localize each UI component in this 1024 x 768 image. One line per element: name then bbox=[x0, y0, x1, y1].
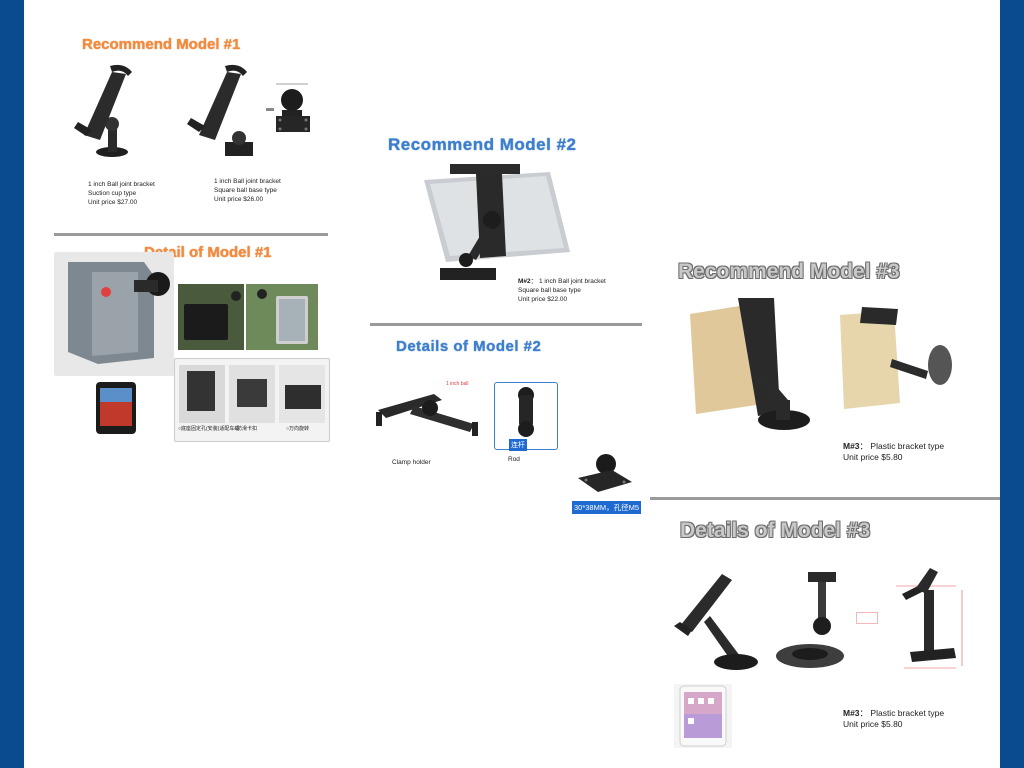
model1-ball-base-part-image bbox=[262, 80, 322, 140]
model2-caption-line3: Unit price $22.00 bbox=[518, 296, 568, 303]
detail3-holder-suction-image bbox=[670, 566, 770, 676]
detail2-ball-base-image bbox=[572, 450, 636, 502]
model3-caption-line1: ： Plastic bracket type bbox=[859, 441, 945, 451]
detail1-car-mount-photo bbox=[178, 284, 244, 350]
detail2-rod-label: Rod bbox=[508, 456, 520, 463]
detail1-outdoor-mount-photo bbox=[246, 284, 318, 350]
detail1-holder-plate-photo bbox=[54, 252, 174, 376]
detail2-base-tag: 30*38MM，孔径M5 bbox=[572, 501, 642, 514]
detail2-clamp-label: Clamp holder bbox=[392, 459, 431, 466]
detail3-ipad-photo bbox=[674, 684, 732, 748]
detail1-part-label-3: ○万向旋转 bbox=[286, 426, 310, 432]
model1-caption-right-line3: Unit price $26.00 bbox=[214, 196, 264, 203]
model1-caption-right: 1 inch Ball joint bracket Square ball ba… bbox=[214, 177, 281, 204]
model1-caption-left-line2: Suction cup type bbox=[88, 190, 137, 197]
model2-heading: Recommend Model #2 bbox=[388, 135, 577, 154]
model3-caption-line2: Unit price $5.80 bbox=[843, 452, 903, 462]
model1-heading: Recommend Model #1 bbox=[82, 36, 241, 53]
model1-suction-holder-image bbox=[64, 60, 154, 160]
model1-caption-right-line2: Square ball base type bbox=[214, 187, 277, 194]
detail2-rod-tag: 连杆 bbox=[509, 439, 527, 451]
model2-caption-tag: M#2 bbox=[518, 278, 531, 285]
model3-caption: M#3： Plastic bracket type Unit price $5.… bbox=[843, 441, 944, 463]
detail3-heading: Details of Model #3 bbox=[680, 519, 871, 542]
detail3-size-mark-1 bbox=[856, 612, 878, 624]
detail2-heading: Details of Model #2 bbox=[396, 338, 542, 355]
model1-square-base-holder-image bbox=[179, 60, 269, 160]
detail1-tablet-photo bbox=[94, 380, 138, 436]
detail1-part-label-2: ○防滑卡扣 bbox=[234, 426, 258, 432]
model1-caption-left: 1 inch Ball joint bracket Suction cup ty… bbox=[88, 180, 155, 207]
model2-caption: M#2： 1 inch Ball joint bracket Square ba… bbox=[518, 277, 606, 304]
model1-caption-left-line1: 1 inch Ball joint bracket bbox=[88, 181, 155, 188]
detail3-caption-line2: Unit price $5.80 bbox=[843, 719, 903, 729]
model3-heading: Recommend Model #3 bbox=[678, 260, 900, 283]
model2-caption-line2: Square ball base type bbox=[518, 287, 581, 294]
model3-holder-image-right bbox=[836, 305, 956, 420]
detail2-clamp-holder-image bbox=[374, 380, 484, 450]
detail1-parts-panel bbox=[174, 358, 330, 442]
slide: Recommend Model #1 bbox=[24, 0, 1000, 768]
section-divider-2 bbox=[370, 323, 642, 326]
model1-caption-left-line3: Unit price $27.00 bbox=[88, 199, 138, 206]
detail1-heading: Detail of Model #1 bbox=[144, 244, 272, 261]
model1-caption-right-line1: 1 inch Ball joint bracket bbox=[214, 178, 281, 185]
section-divider-3 bbox=[650, 497, 1000, 500]
detail2-rod-box: 连杆 bbox=[494, 382, 558, 451]
section-divider-1 bbox=[54, 233, 328, 236]
detail1-part-label-1: ○底座固定孔(安装)适配车载 bbox=[178, 426, 240, 432]
detail3-caption: M#3： Plastic bracket type Unit price $5.… bbox=[843, 708, 944, 730]
detail3-dimension-image bbox=[886, 564, 986, 674]
detail3-caption-tag: M#3 bbox=[843, 708, 860, 718]
detail3-caption-line1: ： Plastic bracket type bbox=[859, 708, 945, 718]
detail2-ball-label: 1 inch ball bbox=[446, 381, 469, 387]
model2-tablet-mount-image bbox=[420, 160, 580, 290]
model3-caption-tag: M#3 bbox=[843, 441, 860, 451]
detail3-suction-arm-image bbox=[770, 570, 860, 670]
model3-holder-image-left bbox=[684, 292, 824, 442]
model2-caption-line1: ： 1 inch Ball joint bracket bbox=[530, 278, 606, 285]
